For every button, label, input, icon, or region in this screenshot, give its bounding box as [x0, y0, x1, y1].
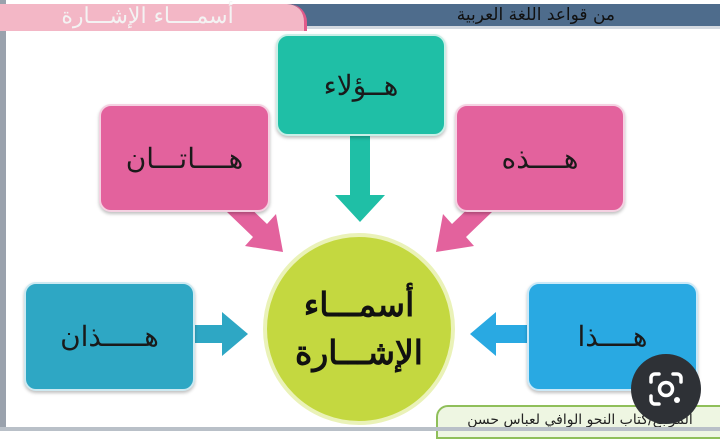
- node-left-label: هـــــذان: [60, 320, 159, 353]
- frame-left: [0, 0, 6, 431]
- node-upper-right: هــــذه: [455, 104, 625, 212]
- node-right-label: هــــذا: [577, 320, 648, 353]
- title-bar-left: [0, 4, 307, 31]
- node-top: هــؤلاء: [276, 34, 446, 136]
- arrow-right: [470, 312, 527, 356]
- page-title: أسمــــاء الإشـــارة: [61, 4, 234, 29]
- title-bar: من قواعد اللغة العربية أسمــــاء الإشـــ…: [0, 4, 720, 34]
- subject-title: من قواعد اللغة العربية: [456, 5, 615, 25]
- center-label-line1: أسمـــاء: [303, 285, 415, 324]
- arrow-upper-right: [436, 199, 492, 252]
- center-label-line2: الإشـــارة: [295, 333, 423, 372]
- node-top-label: هــؤلاء: [323, 68, 399, 102]
- google-lens-button[interactable]: [631, 354, 701, 424]
- title-bar-right: [280, 4, 720, 29]
- node-upper-left: هــــاتـــان: [99, 104, 270, 212]
- google-lens-icon: [649, 372, 683, 406]
- arrow-upper-left: [227, 199, 283, 252]
- reference-text: المرجع/كتاب النحو الوافي لعباس حسن: [467, 412, 693, 428]
- node-upper-left-label: هــــاتـــان: [125, 141, 244, 175]
- node-left: هـــــذان: [24, 282, 195, 391]
- node-upper-right-label: هــــذه: [501, 141, 579, 175]
- arrow-top: [335, 134, 385, 222]
- center-node: أسمـــاء الإشـــارة: [263, 233, 455, 425]
- frame-bottom: [0, 427, 720, 431]
- arrow-left: [191, 312, 248, 356]
